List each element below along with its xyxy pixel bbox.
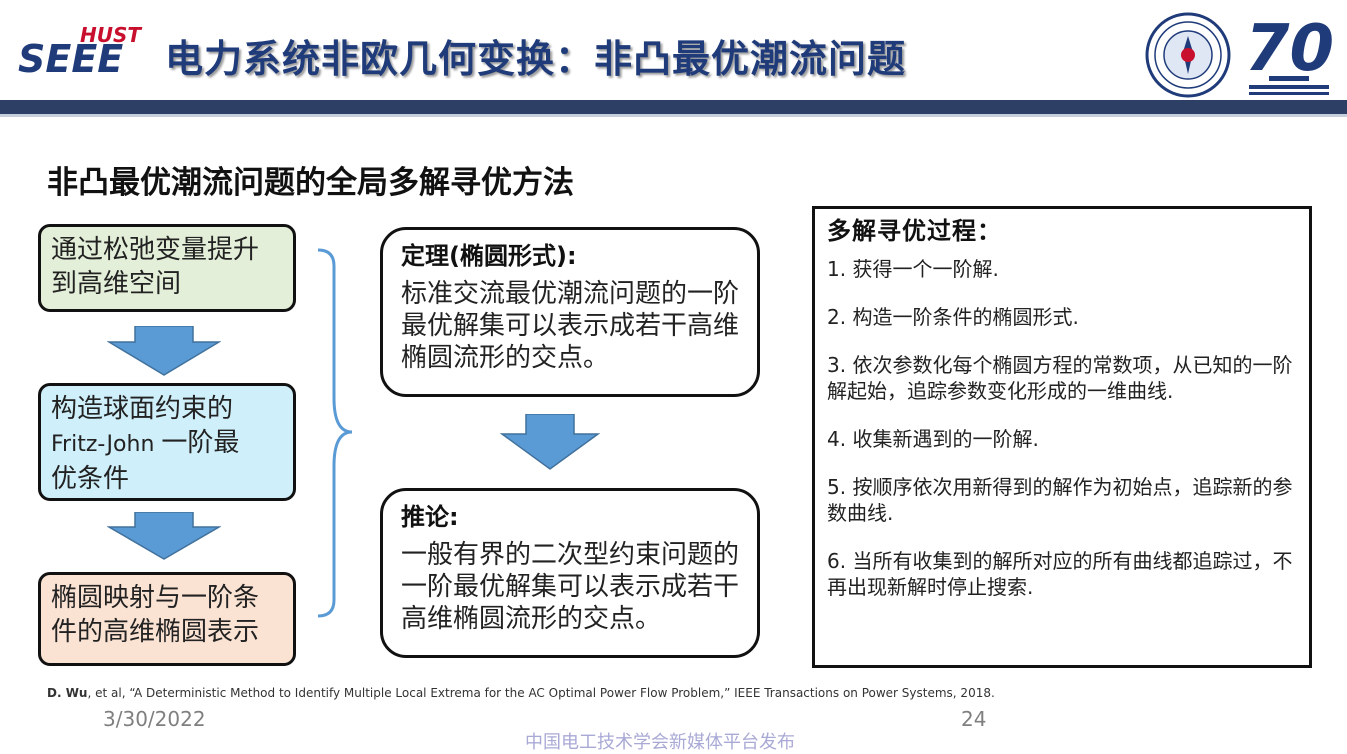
step2-line1: 构造球面约束的 <box>51 394 234 424</box>
step1-line2: 到高维空间 <box>51 269 182 299</box>
reference-rest: , et al, “A Deterministic Method to Iden… <box>87 686 995 700</box>
down-arrow-icon <box>500 414 600 470</box>
process-step-6: 6. 当所有收集到的解所对应的所有曲线都追踪过，不再出现新解时停止搜索. <box>827 549 1293 599</box>
step-box-ellipse-mapping: 椭圆映射与一阶条 件的高维椭圆表示 <box>38 572 296 666</box>
step3-line1: 椭圆映射与一阶条 <box>51 583 260 613</box>
section-heading: 非凸最优潮流问题的全局多解寻优方法 <box>47 165 574 201</box>
watermark-text: 中国电工技术学会新媒体平台发布 <box>525 732 795 753</box>
anniversary-number: 70 <box>1245 12 1333 86</box>
corollary-colon: : <box>449 503 459 531</box>
reference-author: D. Wu <box>47 686 88 700</box>
reference-citation: D. Wu, et al, “A Deterministic Method to… <box>47 686 995 700</box>
corollary-box: 推论: 一般有界的二次型约束问题的一阶最优解集可以表示成若干高维椭圆流形的交点。 <box>380 488 760 658</box>
logo-hust-text: HUST <box>80 23 142 47</box>
process-step-2: 2. 构造一阶条件的椭圆形式. <box>827 305 1079 329</box>
corollary-title: 推论 <box>401 503 449 531</box>
curly-brace-icon <box>317 248 353 618</box>
step-box-fritz-john-condition: 构造球面约束的 Fritz-John 一阶最 优条件 <box>38 383 296 501</box>
header-bar <box>0 100 1347 114</box>
process-step-1: 1. 获得一个一阶解. <box>827 257 999 281</box>
theorem-box: 定理(椭圆形式): 标准交流最优潮流问题的一阶最优解集可以表示成若干高维椭圆流形… <box>380 227 760 397</box>
university-emblem-icon <box>1145 12 1231 98</box>
slide-date: 3/30/2022 <box>103 707 206 731</box>
process-step-3: 3. 依次参数化每个椭圆方程的常数项，从已知的一阶解起始，追踪参数变化形成的一维… <box>827 353 1293 403</box>
theorem-colon: : <box>566 242 577 270</box>
theorem-body: 标准交流最优潮流问题的一阶最优解集可以表示成若干高维椭圆流形的交点。 <box>401 279 740 373</box>
step2-line2-cjk: 一阶最 <box>161 428 240 458</box>
header-bar-shadow <box>0 114 1347 117</box>
corollary-body: 一般有界的二次型约束问题的一阶最优解集可以表示成若干高维椭圆流形的交点。 <box>401 540 740 634</box>
process-step-5: 5. 按顺序依次用新得到的解作为初始点，追踪新的参数曲线. <box>827 475 1293 525</box>
step3-line2: 件的高维椭圆表示 <box>51 617 260 647</box>
step2-line3: 优条件 <box>51 464 130 494</box>
hust-seee-logo: HUST SEEE <box>18 23 142 78</box>
theorem-title: 定理(椭圆形式) <box>401 242 567 270</box>
down-arrow-icon <box>107 512 221 560</box>
70th-anniversary-icon: 70 <box>1245 12 1333 95</box>
process-title: 多解寻优过程： <box>827 217 1002 245</box>
step1-line1: 通过松弛变量提升 <box>51 235 260 265</box>
process-box: 多解寻优过程： 1. 获得一个一阶解. 2. 构造一阶条件的椭圆形式. 3. 依… <box>812 206 1312 668</box>
step2-line2-latin: Fritz-John <box>51 432 162 457</box>
down-arrow-icon <box>107 326 221 376</box>
page-number: 24 <box>961 707 987 731</box>
process-step-4: 4. 收集新遇到的一阶解. <box>827 427 1039 451</box>
step2-line2: Fritz-John 一阶最 <box>51 426 283 462</box>
step-box-lift-high-dimension: 通过松弛变量提升 到高维空间 <box>38 224 296 312</box>
slide-title: 电力系统非欧几何变换：非凸最优潮流问题 <box>165 37 907 81</box>
logo-seee-text: SEEE <box>18 37 123 78</box>
